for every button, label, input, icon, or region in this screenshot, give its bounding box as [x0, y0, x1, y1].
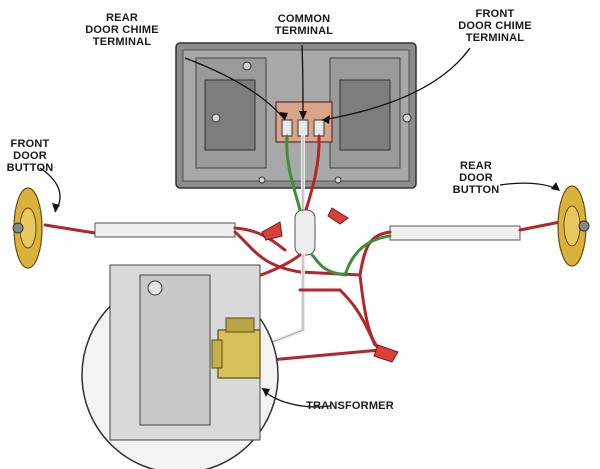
arrowheads — [52, 111, 560, 397]
label-line: TERMINAL — [92, 36, 152, 48]
front-chime-terminal-label: FRONT DOOR CHIME TERMINAL — [440, 8, 550, 44]
label-line: COMMON — [277, 13, 331, 25]
label-line: BUTTON — [6, 162, 54, 174]
wire-nuts — [261, 207, 399, 363]
transformer — [217, 329, 261, 379]
label-line: TRANSFORMER — [306, 400, 394, 412]
front-door-button-label: FRONT DOOR BUTTON — [2, 138, 58, 174]
cable-sheath — [294, 209, 316, 256]
label-line: FRONT — [475, 8, 515, 20]
label-line: REAR — [460, 160, 492, 172]
label-line: DOOR — [13, 150, 47, 162]
label-line: TERMINAL — [274, 25, 334, 37]
label-line: FRONT — [10, 138, 50, 150]
rear-chime-terminal-label: REAR DOOR CHIME TERMINAL — [72, 12, 172, 48]
common-terminal-label: COMMON TERMINAL — [254, 13, 354, 37]
rear-door-button-label: REAR DOOR BUTTON — [448, 160, 504, 196]
transformer-label: TRANSFORMER — [290, 400, 410, 412]
transformer-inset — [81, 264, 279, 469]
label-line: BUTTON — [452, 184, 500, 196]
front-door-button — [12, 187, 43, 269]
rear-door-button — [557, 185, 590, 267]
label-line: DOOR CHIME — [458, 20, 532, 32]
label-line: DOOR — [459, 172, 493, 184]
label-line: TERMINAL — [465, 32, 525, 44]
label-line: DOOR CHIME — [85, 24, 159, 36]
label-line: REAR — [106, 12, 138, 24]
rear-button-cable — [310, 220, 562, 277]
chime-wires — [285, 134, 321, 212]
